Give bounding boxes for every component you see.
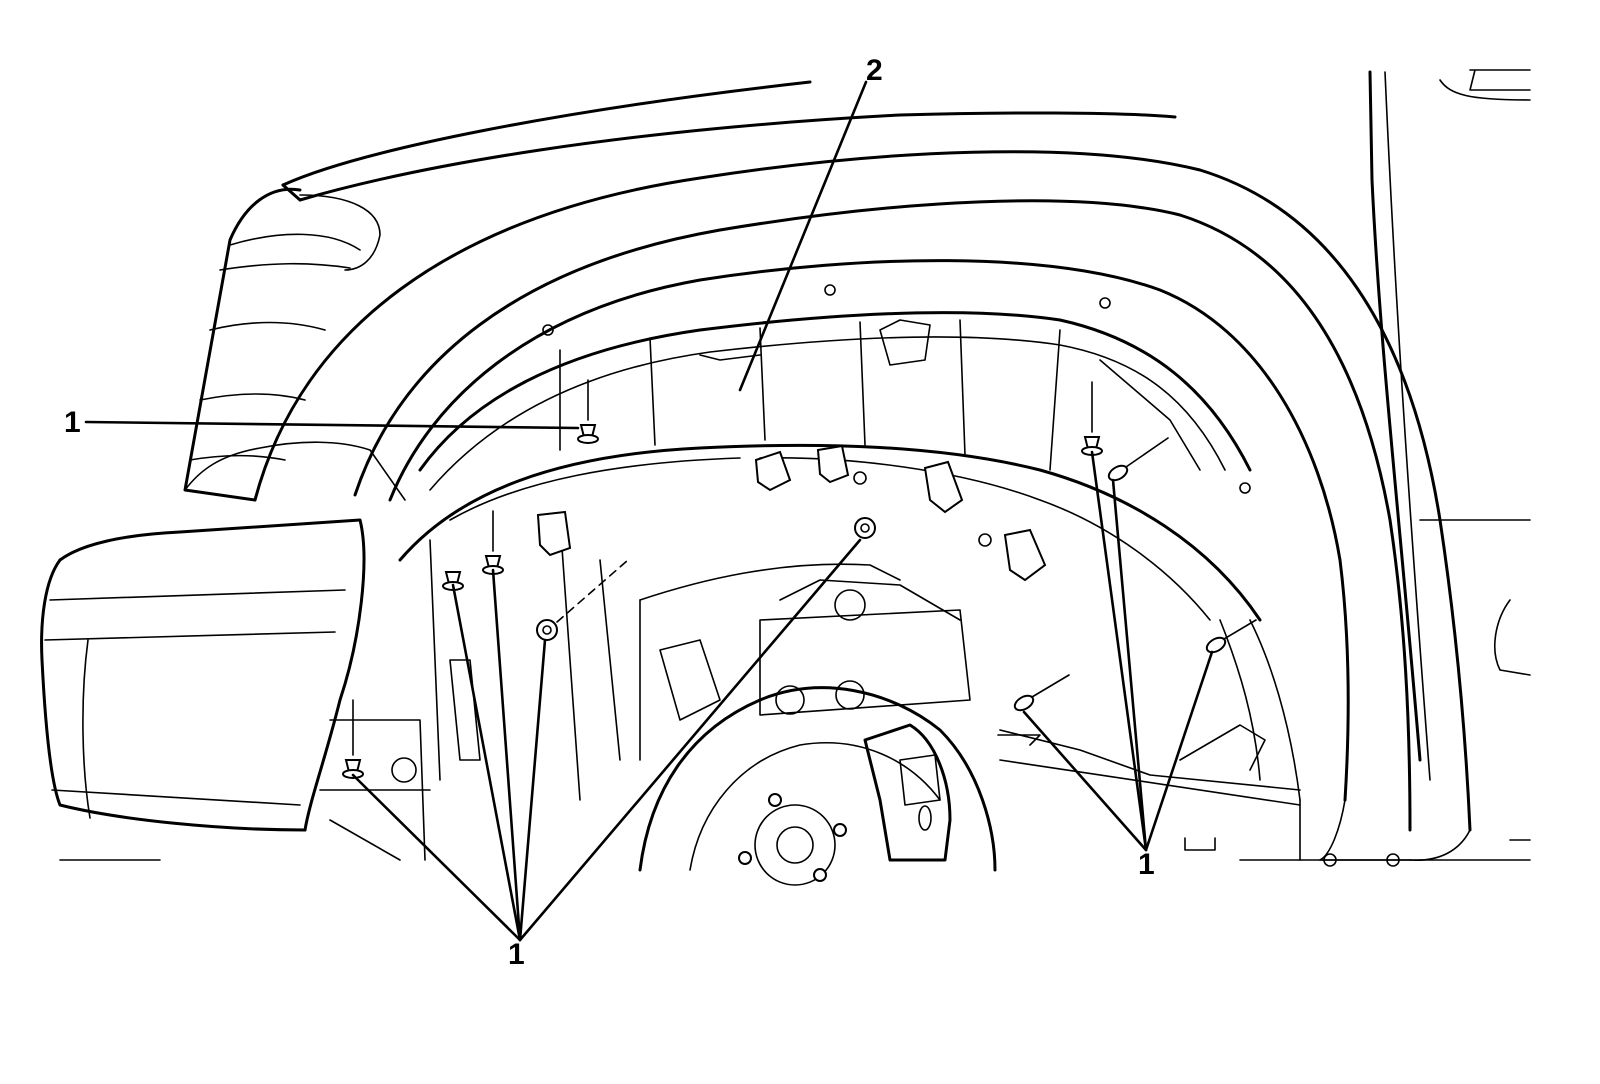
callout-1-left: 1 <box>64 406 81 439</box>
retainer-pin <box>1081 381 1103 456</box>
retainer-pin <box>536 619 558 641</box>
callout-1-bottom-right: 1 <box>1138 848 1155 881</box>
leader-1-bottom-b <box>451 583 522 942</box>
fender-flare <box>253 150 1472 861</box>
liner-tabs <box>536 284 1251 582</box>
leader-lines <box>84 80 1214 942</box>
leader-1-right-d <box>1144 650 1214 852</box>
leader-1-bottom-a <box>351 773 522 942</box>
retainer-pin <box>342 699 364 779</box>
leader-1-bottom-e <box>518 538 862 942</box>
retainer-pin <box>577 379 599 444</box>
callout-1-bottom-center: 1 <box>508 938 525 971</box>
retainer-pin <box>854 517 876 539</box>
leader-2 <box>738 80 868 392</box>
leader-1-right-a <box>1022 710 1148 852</box>
leader-1-bottom-c <box>491 568 522 942</box>
frame-rail <box>319 719 1531 867</box>
hidden-pin-guide <box>556 559 629 623</box>
leader-1-right-c <box>1111 478 1148 852</box>
retainer-pin <box>1107 437 1169 482</box>
retainer-pins <box>342 379 1257 779</box>
retainer-pin <box>1205 619 1257 654</box>
leader-1-right-b <box>1090 450 1148 852</box>
wheelhouse-liner <box>398 311 1301 801</box>
leader-1-bottom-d <box>518 638 547 942</box>
fender-outline <box>281 69 1531 781</box>
leader-1-left <box>84 420 580 430</box>
retainer-pin <box>482 510 504 575</box>
retainer-pin <box>1013 674 1070 712</box>
front-bumper <box>40 187 406 861</box>
brake-rotor-assembly <box>638 579 997 886</box>
callout-2-top: 2 <box>866 54 883 87</box>
